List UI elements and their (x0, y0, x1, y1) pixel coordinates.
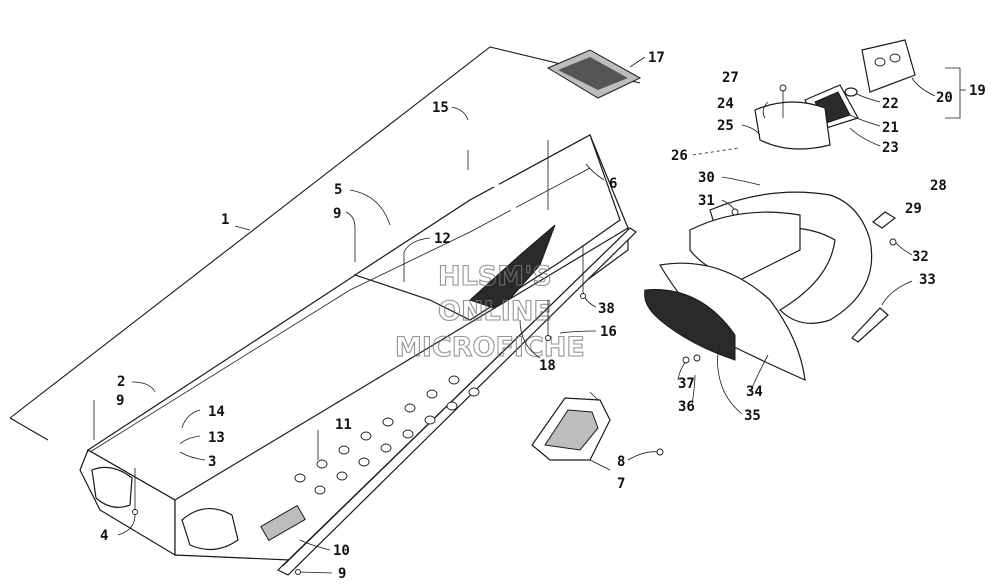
fasteners (132, 208, 897, 575)
callout-25: 25 (717, 118, 734, 134)
callout-20: 20 (936, 90, 953, 106)
callout-14: 14 (208, 404, 225, 420)
callout-37: 37 (678, 376, 695, 392)
svg-text:MICROFICHE: MICROFICHE (395, 332, 585, 363)
callout-6: 6 (609, 176, 617, 192)
callout-3: 3 (208, 454, 216, 470)
callout-29: 29 (905, 201, 922, 217)
callout-21: 21 (882, 120, 899, 136)
callout-26: 26 (671, 148, 688, 164)
callout-19: 19 (969, 83, 986, 99)
callout-9-upper: 9 (333, 206, 341, 222)
callout-11: 11 (335, 417, 352, 433)
callout-35: 35 (744, 408, 761, 424)
callout-34: 34 (746, 384, 763, 400)
part-7-bracket (531, 391, 611, 461)
callout-13: 13 (208, 430, 225, 446)
part-15-grab-bar (423, 67, 572, 220)
callout-33: 33 (919, 272, 936, 288)
callout-30: 30 (698, 170, 715, 186)
svg-text:ONLINE: ONLINE (438, 296, 552, 327)
callout-4: 4 (100, 528, 108, 544)
callout-24: 24 (717, 96, 734, 112)
callout-12: 12 (434, 231, 451, 247)
callout-10: 10 (333, 543, 350, 559)
callout-16: 16 (600, 324, 617, 340)
callout-36: 36 (678, 399, 695, 415)
part-17-decal (546, 49, 642, 99)
callout-31: 31 (698, 193, 715, 209)
callout-23: 23 (882, 140, 899, 156)
svg-text:HLSM'S: HLSM'S (438, 261, 552, 292)
callout-8: 8 (617, 454, 625, 470)
callout-5: 5 (334, 182, 342, 198)
tunnel-assembly (79, 134, 637, 576)
callout-28: 28 (930, 178, 947, 194)
callout-27: 27 (722, 70, 739, 86)
callout-15: 15 (432, 100, 449, 116)
watermark: HLSM'S ONLINE MICROFICHE (394, 260, 585, 363)
callout-38: 38 (598, 301, 615, 317)
callout-18: 18 (539, 358, 556, 374)
callout-2: 2 (117, 374, 125, 390)
callout-9-left: 9 (116, 393, 124, 409)
rear-bumper-assembly (644, 39, 916, 381)
tunnel-vent-holes (294, 375, 480, 495)
callout-9-bottom: 9 (338, 566, 346, 582)
callout-22: 22 (882, 96, 899, 112)
callout-labels: 1 2 3 4 5 6 7 8 9 9 9 10 11 12 13 14 15 … (100, 50, 986, 582)
callout-1: 1 (221, 212, 229, 228)
callout-17: 17 (648, 50, 665, 66)
callout-7: 7 (617, 476, 625, 492)
callout-32: 32 (912, 249, 929, 265)
